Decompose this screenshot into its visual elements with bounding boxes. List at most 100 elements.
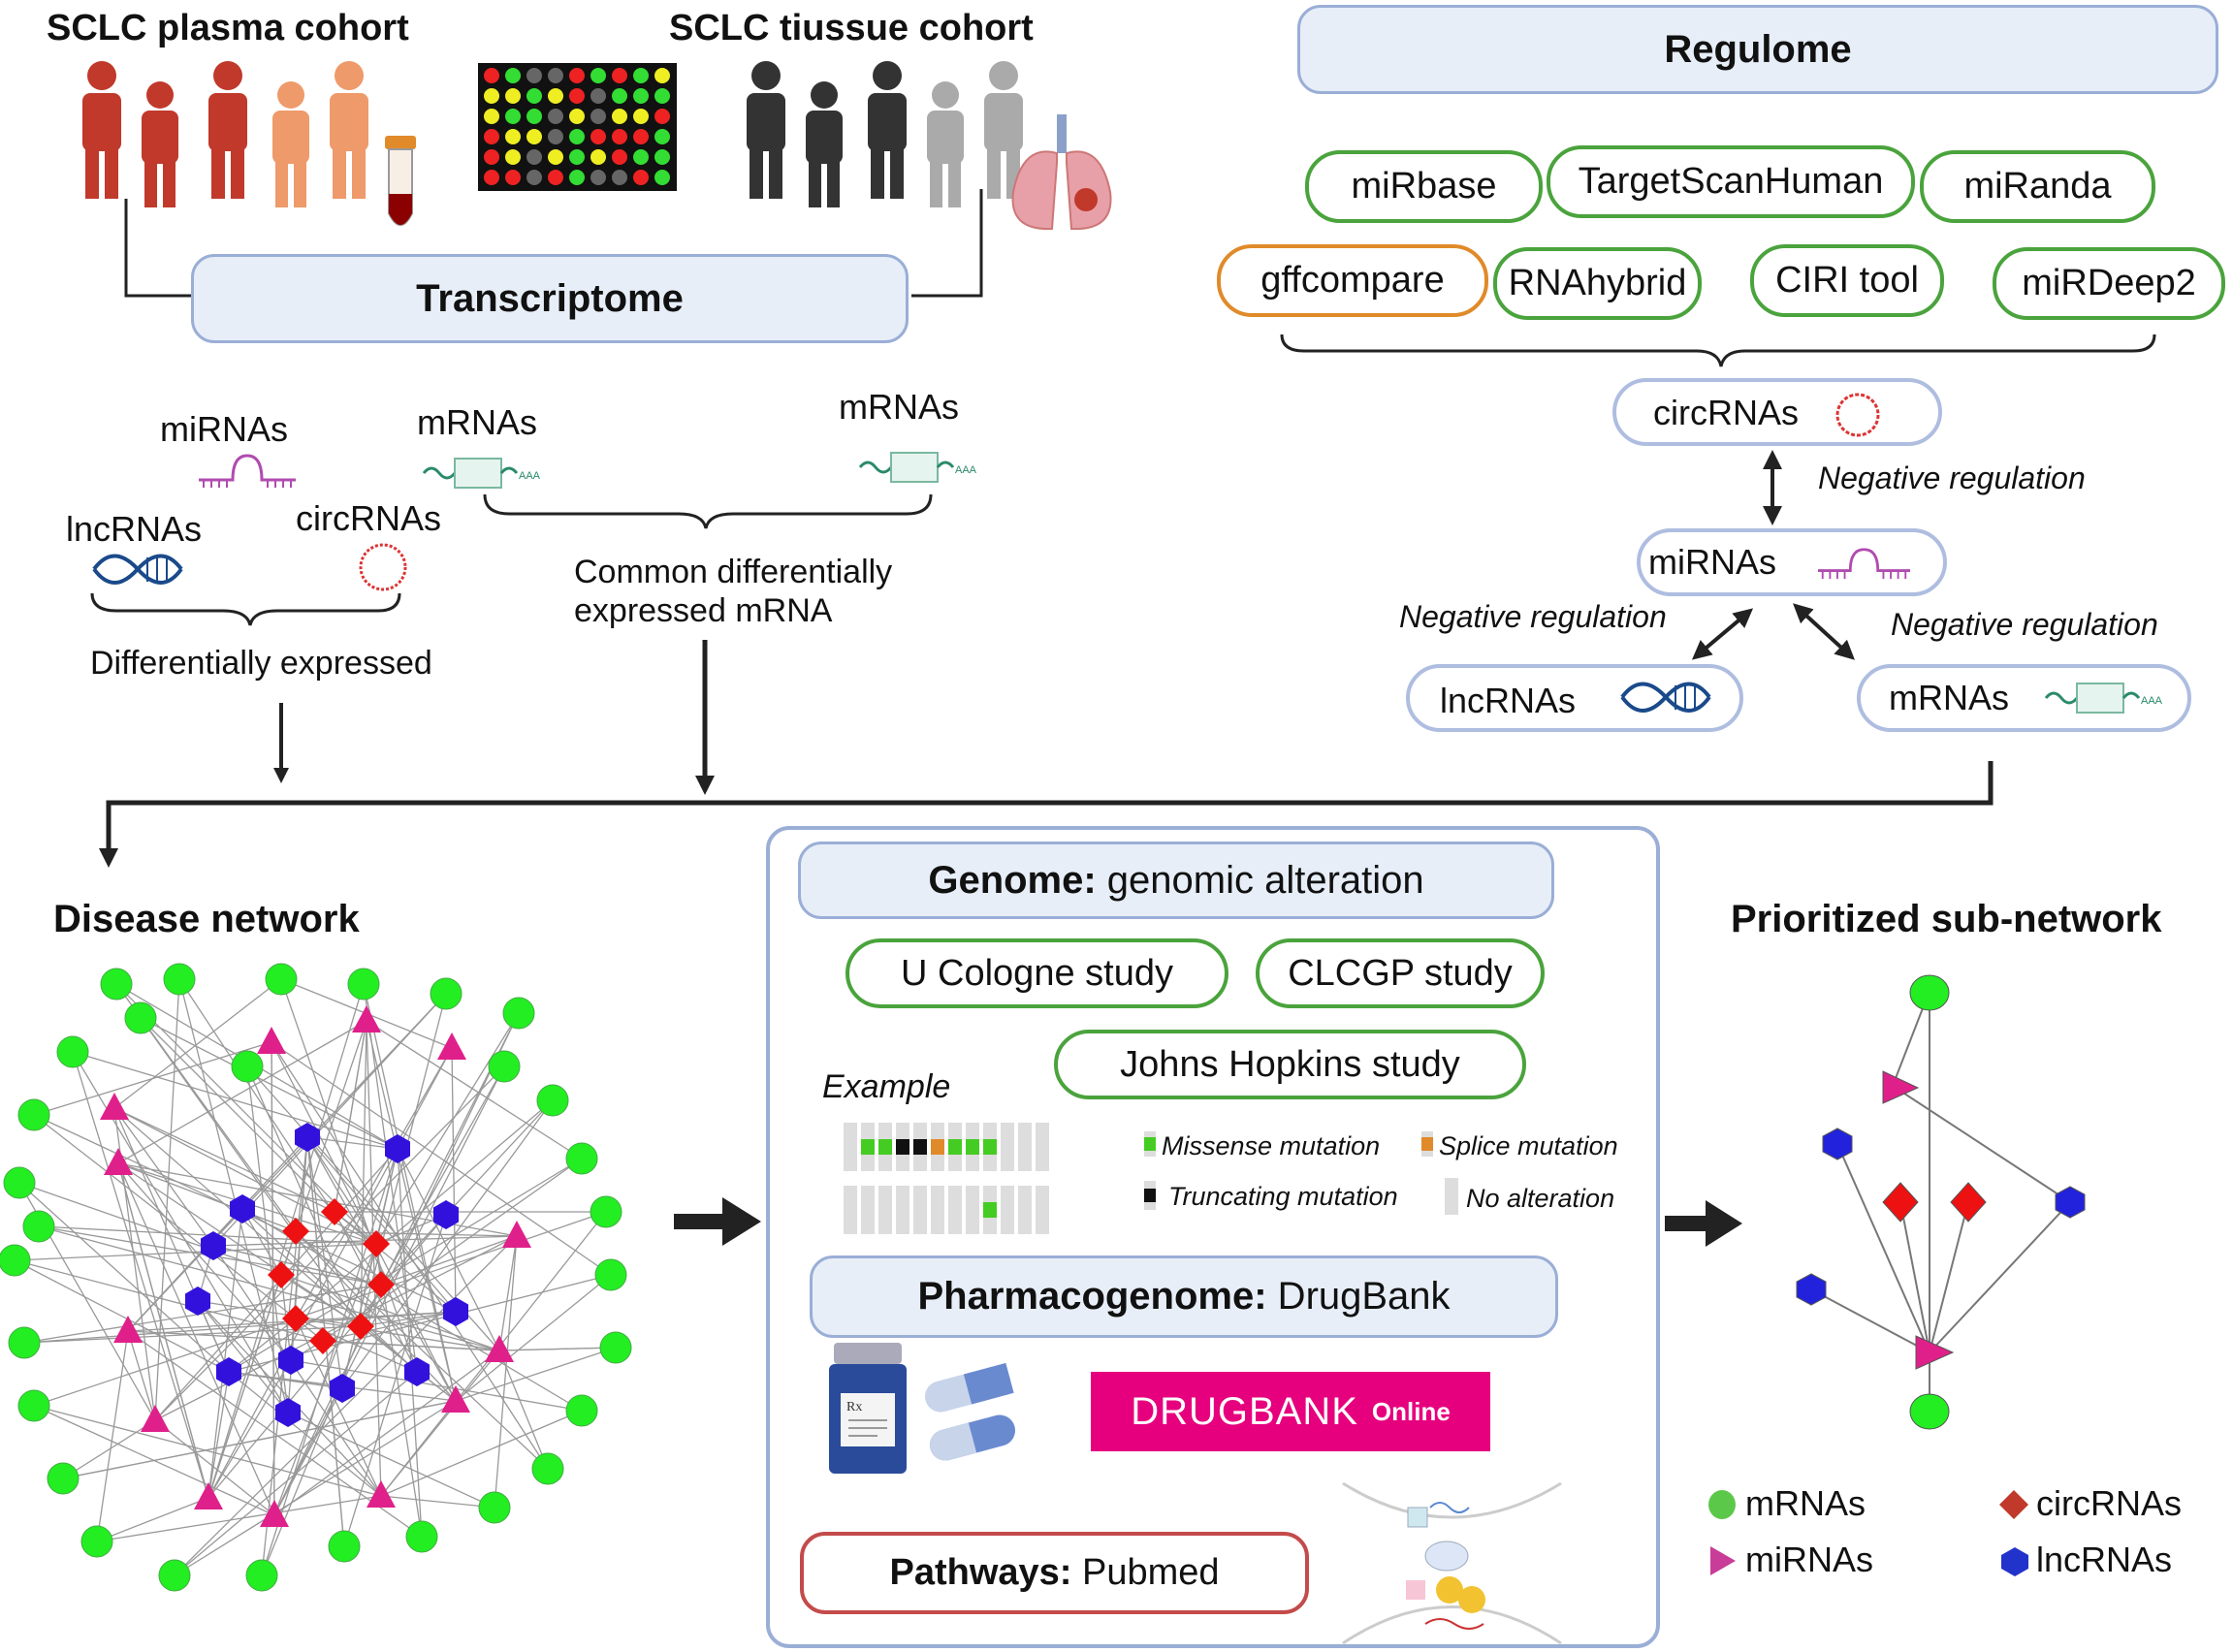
network-lncrna-node-10	[330, 1374, 355, 1403]
network-circrna-node-2	[363, 1230, 390, 1257]
network-mrna-node-26	[502, 997, 535, 1030]
network-mrna-node-9	[594, 1258, 627, 1291]
network-mrna-node-24	[17, 1098, 50, 1131]
legend-mrnas: mRNAs	[1745, 1483, 1866, 1523]
network-mrna-node-13	[478, 1491, 511, 1524]
genome-desc: genomic alteration	[1096, 858, 1424, 902]
regulome-mrnas-label: mRNAs	[1889, 678, 2009, 717]
center-panel	[766, 826, 1660, 1648]
svg-text:AAA: AAA	[955, 464, 977, 476]
lung-icon	[1011, 114, 1112, 231]
network-mrna-node-28	[231, 1050, 264, 1083]
no-alteration-swatch	[1445, 1178, 1458, 1215]
truncating-swatch	[1144, 1181, 1156, 1210]
neg-reg-circ-mirna: Negative regulation	[1818, 461, 2086, 495]
network-mrna-node-1	[163, 963, 196, 996]
mutation-oncoprint	[844, 1123, 1049, 1234]
common-deg-line1: Common differentially	[574, 554, 893, 590]
sub-mrna-node-bottom	[1909, 1393, 1950, 1430]
network-lncrna-node-11	[275, 1398, 301, 1427]
cell-pathway-icon	[1342, 1481, 1562, 1645]
network-mrna-node-5	[488, 1050, 521, 1083]
network-mrna-node-3	[347, 968, 380, 1001]
drugbank-logo: DRUGBANK Online	[1091, 1372, 1490, 1451]
genome-label: Genome:	[928, 858, 1097, 902]
network-mrna-node-14	[405, 1520, 438, 1553]
main-flow-connector	[99, 640, 1994, 868]
legend-lncrna-icon	[2001, 1547, 2028, 1576]
example-label: Example	[822, 1068, 951, 1105]
network-mrna-node-18	[80, 1525, 113, 1558]
regulome-brace	[1280, 334, 2156, 367]
network-circrna-node-4	[367, 1271, 395, 1298]
mirna-hairpin-icon	[199, 454, 296, 488]
network-mrna-node-23	[3, 1166, 36, 1199]
regulome-circrnas-node	[1612, 378, 1942, 446]
pathways-desc: Pubmed	[1071, 1552, 1220, 1593]
regulome-lncrnas-label: lncRNAs	[1440, 681, 1577, 720]
network-mirna-node-11	[367, 1480, 396, 1508]
svg-text:AAA: AAA	[2141, 695, 2163, 707]
blood-tube-icon	[385, 136, 416, 226]
network-mrna-node-17	[158, 1559, 191, 1592]
sub-mirna-node-bottom	[1915, 1335, 1955, 1370]
sub-lncrna-node-2	[2055, 1186, 2086, 1219]
transcriptome-header: Transcriptome	[191, 254, 909, 343]
prioritized-subnetwork-title: Prioritized sub-network	[1731, 898, 2162, 940]
legend-no-alteration: No alteration	[1466, 1184, 1615, 1213]
tool-miranda: miRanda	[1920, 150, 2155, 223]
drugbank-logo-text: DRUGBANK	[1131, 1389, 1358, 1433]
plasma-cohort-people-icon	[82, 61, 368, 207]
tool-mirdeep2: miRDeep2	[1993, 247, 2225, 320]
regulome-circrnas-label: circRNAs	[1653, 393, 1799, 432]
network-mrna-node-22	[0, 1244, 31, 1277]
pathways-label: Pathways:	[889, 1552, 1072, 1593]
tool-ciri: CIRI tool	[1750, 244, 1944, 317]
plasma-cohort-title: SCLC plasma cohort	[47, 8, 409, 48]
network-mirna-node-1	[352, 1005, 381, 1032]
splice-swatch	[1421, 1131, 1433, 1157]
network-lncrna-node-9	[404, 1357, 430, 1386]
network-mrna-node-2	[265, 963, 298, 996]
disease-network-graph	[0, 963, 632, 1592]
legend-missense: Missense mutation	[1162, 1131, 1381, 1160]
mrna-left-icon: AAA	[422, 458, 541, 489]
network-mrna-node-16	[245, 1559, 278, 1592]
network-circrna-node-0	[282, 1218, 309, 1245]
lncrnas-label: lncRNAs	[66, 509, 203, 549]
study-u-cologne: U Cologne study	[845, 938, 1228, 1008]
network-mirna-node-3	[100, 1093, 129, 1120]
network-mrna-node-12	[531, 1452, 564, 1485]
cohort-connector-lines	[124, 189, 983, 298]
network-mirna-node-9	[441, 1385, 470, 1413]
mrnas-left-label: mRNAs	[417, 402, 537, 442]
mrna-right-icon: AAA	[858, 452, 977, 483]
network-mrna-node-8	[590, 1195, 622, 1228]
capsules-icon	[924, 1362, 1016, 1461]
network-circrna-node-7	[347, 1313, 374, 1340]
neg-reg-mirna-mrna: Negative regulation	[1891, 607, 2158, 642]
regulome-mrnas-node	[1857, 664, 2191, 732]
missense-swatch	[1144, 1131, 1156, 1157]
study-johns-hopkins: Johns Hopkins study	[1054, 1030, 1526, 1099]
tool-rnahybrid: RNAhybrid	[1493, 247, 1702, 320]
legend-mrna-icon	[1708, 1490, 1736, 1519]
network-mirna-node-0	[257, 1027, 286, 1054]
regulome-mirnas-label: miRNAs	[1648, 542, 1776, 582]
sub-mrna-node-top	[1909, 974, 1950, 1011]
network-mirna-node-5	[502, 1221, 531, 1248]
network-lncrna-node-2	[230, 1194, 255, 1223]
circrna-circle-icon	[359, 543, 407, 591]
differentially-expressed-label: Differentially expressed	[90, 645, 432, 682]
legend-mirnas: miRNAs	[1745, 1540, 1873, 1579]
sub-circrna-node-2	[1950, 1182, 1987, 1223]
network-mirna-node-4	[104, 1148, 133, 1175]
sub-circrna-node-1	[1882, 1182, 1919, 1223]
pharmacogenome-header: Pharmacogenome: DrugBank	[810, 1255, 1558, 1338]
pill-bottle-icon: Rx	[829, 1343, 907, 1474]
regulome-lncrna-icon	[1620, 682, 1711, 713]
neg-reg-mirna-lnc: Negative regulation	[1399, 599, 1667, 634]
common-deg-line2: expressed mRNA	[574, 592, 833, 629]
regulome-arrows	[1691, 450, 1855, 660]
network-mirna-node-8	[141, 1405, 170, 1432]
